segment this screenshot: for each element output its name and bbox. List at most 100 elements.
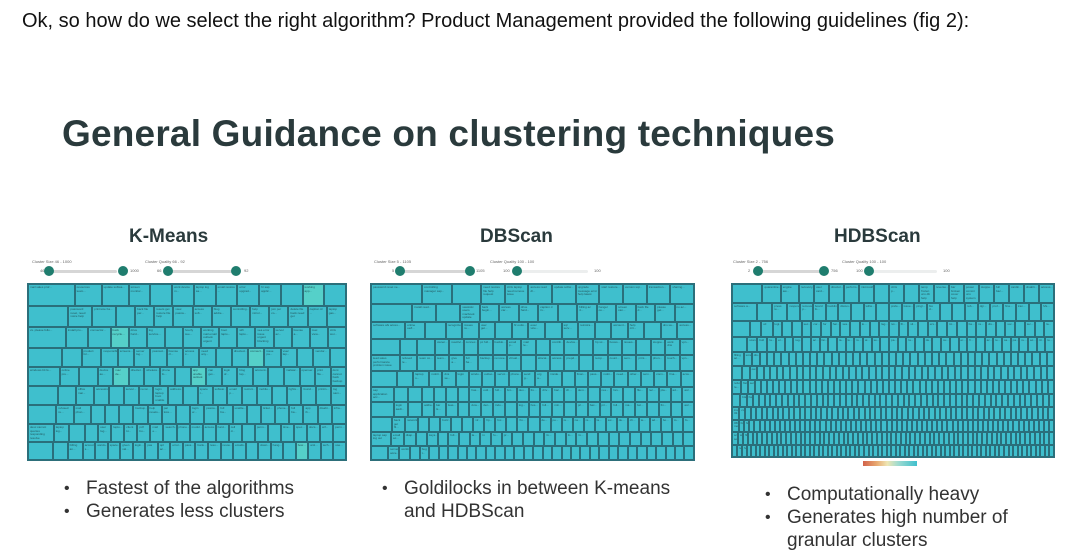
treemap-cell[interactable] [985,444,991,457]
treemap-cell[interactable] [819,432,825,445]
treemap-cell[interactable] [521,355,536,372]
treemap-cell[interactable] [646,446,657,460]
treemap-cell[interactable] [932,419,938,433]
treemap-cell[interactable]: dow... [469,402,482,418]
treemap-cell[interactable] [1029,380,1036,394]
treemap-cell[interactable]: backup... [478,355,493,372]
treemap-cell[interactable]: login w... [190,405,205,425]
treemap-cell[interactable]: in [480,431,492,447]
treemap-cell[interactable] [824,432,830,445]
treemap-cell[interactable] [1002,393,1009,407]
treemap-cell[interactable] [283,442,296,460]
treemap-cell[interactable]: re... [583,417,595,432]
treemap-cell[interactable]: desc cannot queries responding resolve [28,424,54,443]
treemap-cell[interactable] [886,432,892,445]
treemap-cell[interactable]: ch... [627,417,639,432]
treemap-cell[interactable] [794,406,800,420]
treemap-cell[interactable]: log service... [146,327,165,348]
treemap-cell[interactable] [821,380,828,394]
treemap-cell[interactable] [670,402,683,418]
treemap-cell[interactable]: se... [871,336,881,352]
treemap-cell[interactable] [967,406,973,420]
treemap-cell[interactable]: mail phon... [73,405,91,425]
treemap-cell[interactable] [1038,419,1044,433]
treemap-cell[interactable] [757,432,763,445]
treemap-cell[interactable]: passw... [204,405,219,425]
treemap-cell[interactable]: fr... [967,336,976,352]
treemap-cell[interactable]: blog addre... [211,306,231,328]
treemap-cell[interactable]: re... [1019,336,1029,352]
treemap-cell[interactable] [924,432,930,445]
treemap-cell[interactable]: login [455,371,469,388]
treemap-cell[interactable]: log sam... [331,386,346,406]
treemap-cell[interactable] [943,432,949,445]
treemap-cell[interactable]: lag... [879,320,889,337]
treemap-cell[interactable] [773,444,779,457]
treemap-cell[interactable]: back begin... [479,303,500,322]
treemap-cell[interactable]: fail... [743,419,750,433]
treemap-cell[interactable] [868,444,874,457]
treemap-cell[interactable] [371,371,398,388]
treemap-cell[interactable] [732,444,738,457]
treemap-cell[interactable] [842,366,850,381]
treemap-cell[interactable]: docs... [307,424,321,443]
treemap-cell[interactable]: devi... [575,387,588,403]
treemap-cell[interactable] [597,431,609,447]
treemap-cell[interactable]: anti... [308,442,321,460]
treemap-cell[interactable]: emails... [233,442,246,460]
treemap-cell[interactable] [927,419,933,433]
treemap-cell[interactable]: windo... [468,371,483,388]
treemap-cell[interactable] [864,380,871,394]
treemap-cell[interactable]: ret... [888,320,899,337]
treemap-cell[interactable] [564,402,576,418]
treemap-cell[interactable] [1003,444,1009,457]
treemap-cell[interactable] [241,424,255,443]
treemap-cell[interactable] [828,393,835,407]
treemap-cell[interactable]: lead sales performance problem issue [371,355,400,372]
treemap-cell[interactable]: screen monitor... [128,284,151,307]
treemap-cell[interactable] [800,432,806,445]
treemap-cell[interactable] [956,406,962,420]
treemap-cell[interactable]: bro... [504,387,517,403]
treemap-cell[interactable] [85,424,99,443]
treemap-cell[interactable] [869,366,876,381]
treemap-cell[interactable] [215,347,232,368]
treemap-cell[interactable]: update softw... [552,284,576,304]
treemap-cell[interactable]: vd [761,320,773,337]
treemap-cell[interactable] [979,393,985,407]
treemap-cell[interactable] [790,419,796,433]
treemap-cell[interactable]: product for... [81,347,102,368]
treemap-cell[interactable]: pingr... [914,302,928,321]
treemap-cell[interactable]: microsoft... [859,284,874,303]
treemap-cell[interactable]: resou... [220,442,234,460]
treemap-cell[interactable]: given val... [120,442,133,460]
treemap-cell[interactable] [418,417,430,432]
treemap-cell[interactable] [931,444,937,457]
treemap-cell[interactable]: need... [614,371,628,388]
treemap-cell[interactable] [1023,380,1030,394]
treemap-cell[interactable] [799,406,806,420]
treemap-cell[interactable]: bio d... [927,302,940,321]
treemap-cell[interactable]: fo... [565,431,577,447]
treemap-cell[interactable]: lo... [859,320,870,337]
treemap-cell[interactable] [742,366,750,381]
treemap-cell[interactable] [1034,432,1040,445]
treemap-cell[interactable]: ma... [623,402,636,418]
treemap-cell[interactable]: reactivi... [449,338,464,356]
treemap-cell[interactable]: par loss... [161,405,176,425]
treemap-cell[interactable] [280,284,303,307]
treemap-cell[interactable]: pdf bu... [137,424,151,443]
treemap-cell[interactable]: tech... [320,442,334,460]
treemap-cell[interactable] [937,380,944,394]
treemap-cell[interactable] [919,380,926,394]
treemap-cell[interactable]: mail le... [521,338,536,356]
treemap-cell[interactable]: serv... [640,371,655,388]
treemap-cell[interactable] [1007,366,1015,381]
treemap-cell[interactable] [983,406,989,420]
treemap-cell[interactable] [766,380,773,394]
treemap-cell[interactable] [996,393,1003,407]
treemap-cell[interactable]: bar ts... [433,402,446,418]
treemap-cell[interactable] [827,380,834,394]
treemap-cell[interactable] [836,444,842,457]
treemap-cell[interactable] [866,419,872,433]
